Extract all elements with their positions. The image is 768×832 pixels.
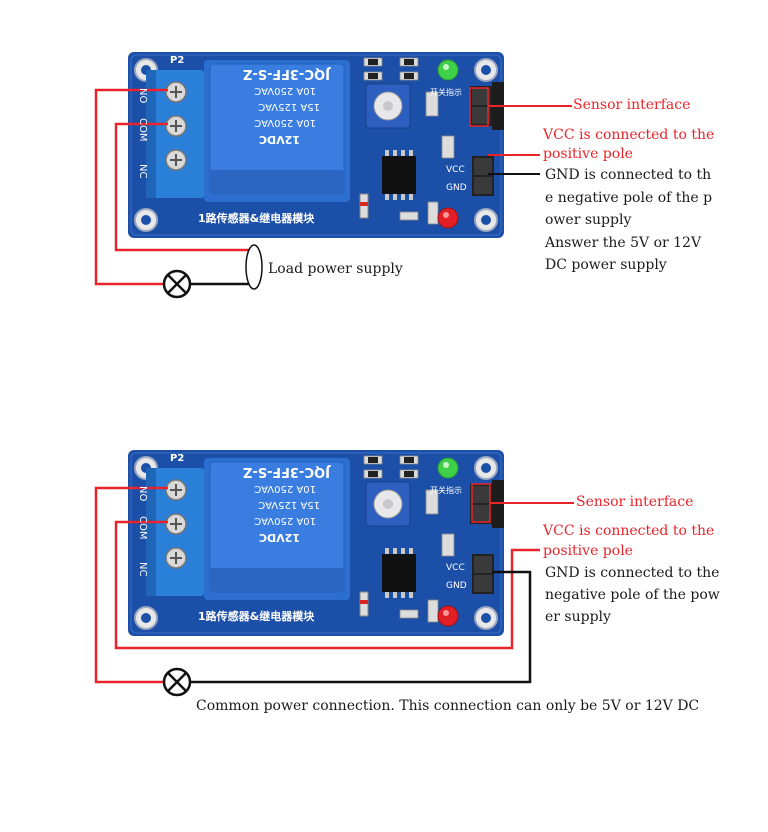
sensor-interface-label-2: Sensor interface — [576, 494, 694, 510]
terminal-nc-label: NC — [137, 562, 148, 576]
gnd-label-1-line-1: GND is connected to th — [545, 167, 712, 183]
pin-vcc-label: VCC — [446, 563, 465, 573]
gnd-label-2-line-1: GND is connected to the — [545, 565, 720, 581]
board-silk-switch: 开关指示 — [430, 87, 462, 97]
terminal-com-label: COM — [137, 118, 148, 141]
board-silk-bottom: 1路传感器&继电器模块 — [198, 609, 315, 623]
diagram-1: P2 1路传感器&继电器模块 开关指示 VCC GND NO COM NC JQ… — [94, 52, 572, 299]
relay-line-5: 12VDC — [259, 531, 300, 544]
wire-red-com-1 — [114, 122, 254, 252]
gnd-label-1-line-2: e negative pole of the p — [545, 190, 713, 206]
relay-line-5: 12VDC — [259, 133, 300, 146]
vcc-label-1-line-1: VCC is connected to the — [543, 127, 715, 143]
terminal-com-label: COM — [137, 516, 148, 539]
relay-line-1: JQC-3FF-S-Z — [243, 464, 331, 479]
gnd-label-2-line-2: negative pole of the pow — [545, 587, 720, 603]
wire-red-no-1 — [94, 88, 168, 286]
gnd-label-1-line-5: DC power supply — [545, 257, 667, 273]
gnd-label-2-line-3: er supply — [545, 609, 611, 625]
relay-line-1: JQC-3FF-S-Z — [243, 66, 331, 81]
terminal-nc-label: NC — [137, 164, 148, 178]
terminal-no-label: NO — [137, 88, 148, 103]
sensor-bracket-1 — [469, 87, 489, 127]
pin-gnd-label: GND — [446, 581, 467, 591]
vcc-label-2-line-2: positive pole — [543, 543, 633, 559]
wire-red-com-2 — [114, 520, 540, 650]
relay-line-3: 15A 125VAC — [258, 101, 320, 112]
board-silk-bottom: 1路传感器&继电器模块 — [198, 211, 315, 225]
gnd-label-1-line-3: ower supply — [545, 212, 632, 228]
sensor-interface-label-1: Sensor interface — [573, 97, 691, 113]
board-header-label: P2 — [170, 55, 184, 66]
relay-line-2: 10A 250VAC — [254, 483, 316, 494]
vcc-label-2-line-1: VCC is connected to the — [543, 523, 715, 539]
wire-red-no-2 — [94, 486, 168, 684]
relay-line-4: 10A 250VAC — [254, 117, 316, 128]
relay-line-4: 10A 250VAC — [254, 515, 316, 526]
lamp-cross-icon — [162, 269, 192, 299]
gnd-label-1-line-4: Answer the 5V or 12V — [545, 235, 702, 251]
relay-line-3: 15A 125VAC — [258, 499, 320, 510]
power-supply-icon — [245, 244, 263, 290]
wire-black-gnd-2 — [190, 570, 532, 684]
lamp-cross-icon — [162, 667, 192, 697]
load-power-supply-label: Load power supply — [268, 261, 403, 277]
pin-vcc-label: VCC — [446, 165, 465, 175]
vcc-label-1-line-2: positive pole — [543, 146, 633, 162]
terminal-no-label: NO — [137, 486, 148, 501]
diagram-2: P2 1路传感器&继电器模块 开关指示 VCC GND NO COM NC JQ… — [94, 450, 574, 697]
board-header-label: P2 — [170, 453, 184, 464]
sensor-bracket-2 — [471, 483, 491, 523]
board-silk-switch: 开关指示 — [430, 485, 462, 495]
relay-line-2: 10A 250VAC — [254, 85, 316, 96]
pin-gnd-label: GND — [446, 183, 467, 193]
common-power-label: Common power connection. This connection… — [196, 698, 700, 714]
